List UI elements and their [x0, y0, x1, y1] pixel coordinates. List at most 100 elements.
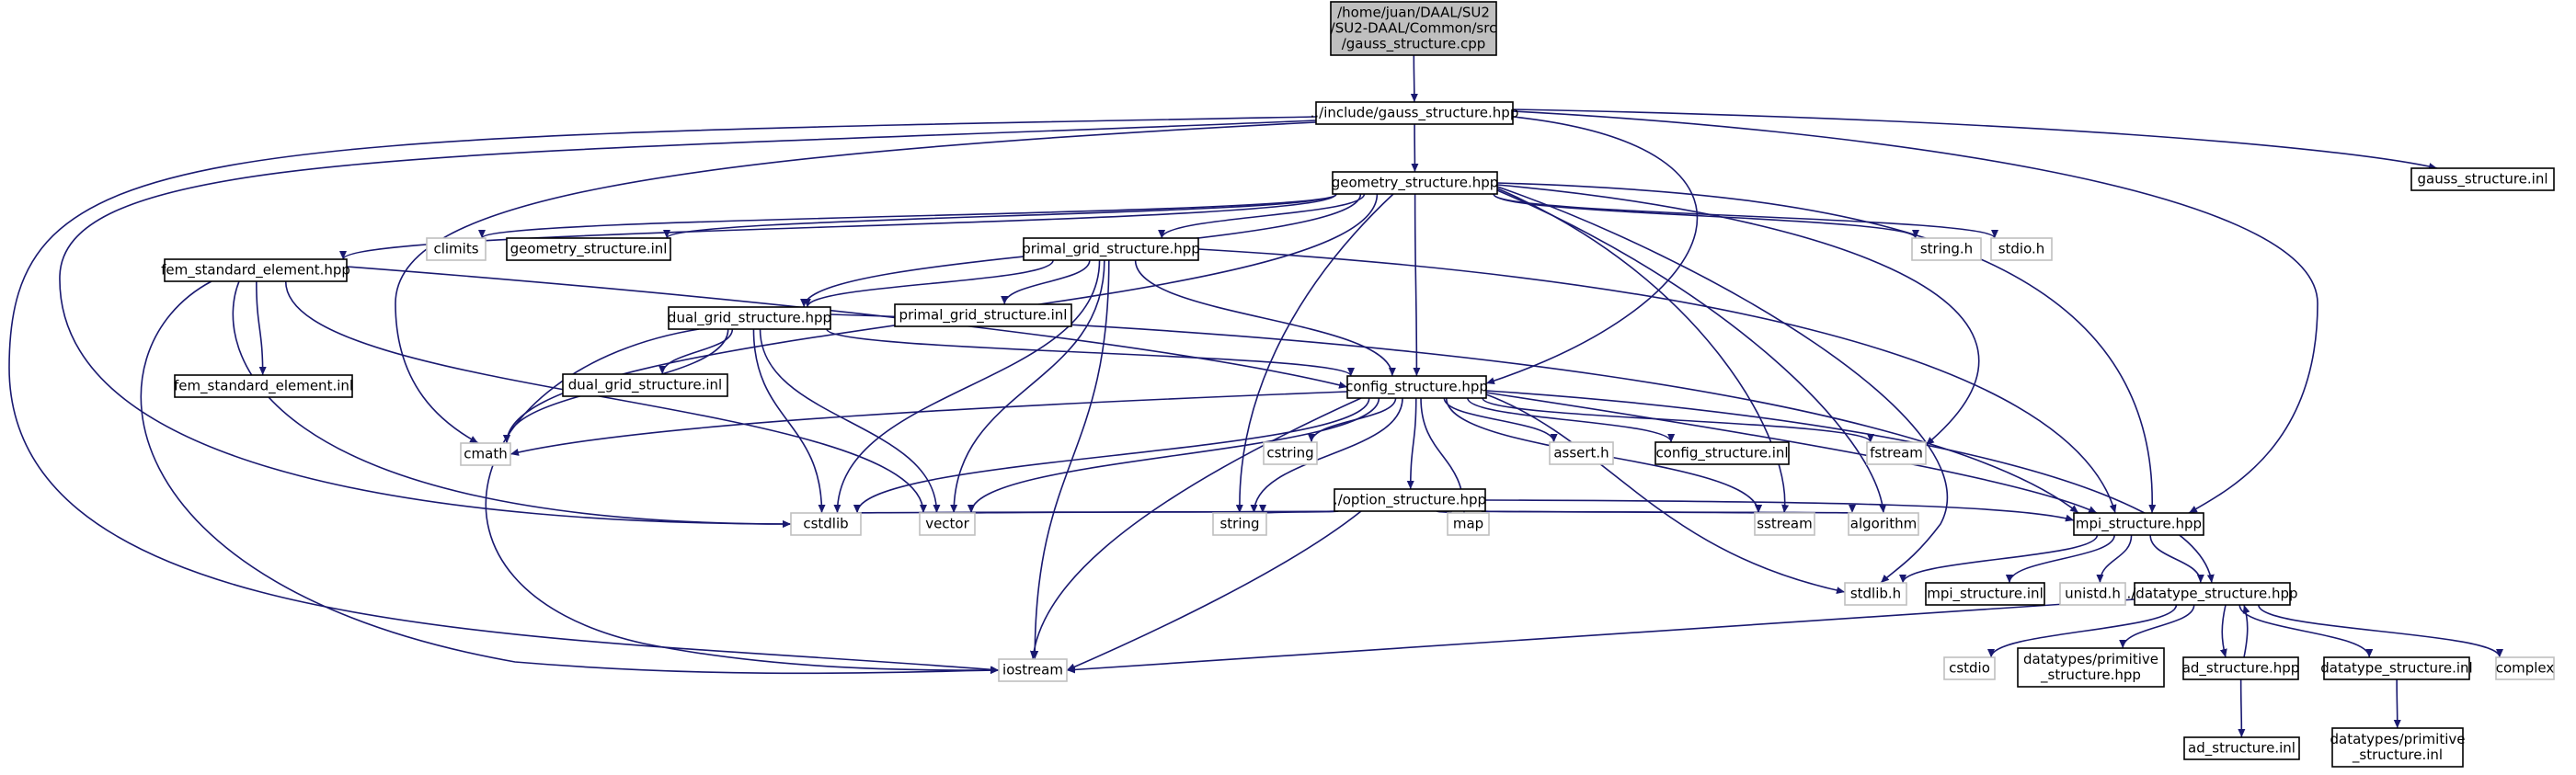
edge-datatype_hpp-to-datatype_inl — [2238, 604, 2374, 658]
node-label-root: /gauss_structure.cpp — [1342, 36, 1486, 53]
node-complex[interactable]: complex — [2495, 656, 2555, 680]
edge-geometry_hpp-to-string_h — [1493, 193, 1919, 239]
node-label-root: /SU2-DAAL/Common/src — [1331, 20, 1497, 37]
node-string_h[interactable]: string.h — [1911, 237, 1982, 261]
node-label-fstream: fstream — [1870, 445, 1923, 462]
node-vector[interactable]: vector — [919, 512, 976, 536]
edge-config_hpp-to-cmath — [509, 391, 1348, 456]
node-box-gauss_hpp — [1315, 101, 1514, 125]
node-climits[interactable]: climits — [426, 237, 487, 261]
node-box-geometry_hpp — [1332, 171, 1498, 195]
edge-gauss_hpp-to-iostream — [8, 116, 1317, 674]
node-dual_inl[interactable]: dual_grid_structure.inl — [562, 373, 728, 397]
edge-config_hpp-to-iostream — [1029, 397, 1362, 660]
node-fem_inl[interactable]: fem_standard_element.inl — [174, 374, 353, 398]
node-box-dual_hpp — [668, 306, 831, 330]
node-cstring[interactable]: cstring — [1263, 441, 1318, 465]
node-box-geometry_inl — [506, 237, 671, 261]
node-box-sstream — [1754, 512, 1815, 536]
edge-fem_hpp-to-iostream — [140, 280, 1000, 675]
edge-dual_hpp-to-dual_inl — [658, 328, 734, 375]
node-label-algorithm: algorithm — [1850, 516, 1917, 532]
node-label-dual_inl: dual_grid_structure.inl — [568, 377, 722, 394]
node-box-cmath — [460, 442, 511, 466]
node-box-complex — [2495, 656, 2555, 680]
edge-fem_hpp-to-fem_inl — [256, 280, 267, 376]
node-stdio_h[interactable]: stdio.h — [1990, 237, 2053, 261]
node-assert_h[interactable]: assert.h — [1549, 441, 1614, 465]
node-cstdio[interactable]: cstdio — [1943, 656, 1996, 680]
node-gauss_hpp[interactable]: ../include/gauss_structure.hpp — [1311, 101, 1519, 125]
edge-primal_hpp-to-dual_hpp — [803, 259, 1054, 308]
edge-config_hpp-to-config_inl — [1467, 397, 1676, 443]
node-box-assert_h — [1549, 441, 1614, 465]
node-box-dual_inl — [562, 373, 728, 397]
edge-config_hpp-to-datatype_hpp — [1485, 390, 2215, 584]
node-mpi_inl[interactable]: mpi_structure.inl — [1925, 582, 2045, 606]
node-ad_hpp[interactable]: ad_structure.hpp — [2182, 656, 2300, 680]
node-sstream[interactable]: sstream — [1754, 512, 1815, 536]
node-box-algorithm — [1848, 512, 1919, 536]
node-dual_hpp[interactable]: dual_grid_structure.hpp — [668, 306, 831, 330]
node-primal_hpp[interactable]: primal_grid_structure.hpp — [1022, 237, 1200, 261]
node-algorithm[interactable]: algorithm — [1848, 512, 1919, 536]
node-prim_inl[interactable]: datatypes/primitive_structure.inl — [2330, 727, 2466, 768]
node-cmath[interactable]: cmath — [460, 442, 511, 466]
node-stdlib_h[interactable]: stdlib.h — [1844, 582, 1907, 606]
node-option_hpp[interactable]: ./option_structure.hpp — [1334, 488, 1486, 512]
edge-config_hpp-to-stdlib_h — [1485, 393, 1846, 595]
edge-geometry_hpp-to-fstream — [1496, 184, 1980, 446]
node-map[interactable]: map — [1447, 512, 1490, 536]
node-unistd_h[interactable]: unistd.h — [2059, 582, 2126, 606]
edge-primal_hpp-to-cstdlib — [833, 259, 1101, 514]
edge-dual_hpp-to-config_hpp — [826, 328, 1355, 377]
node-iostream[interactable]: iostream — [998, 658, 1068, 682]
node-config_hpp[interactable]: config_structure.hpp — [1345, 375, 1488, 399]
node-fem_hpp[interactable]: fem_standard_element.hpp — [161, 258, 350, 282]
node-mpi_hpp[interactable]: mpi_structure.hpp — [2073, 512, 2204, 536]
node-label-cstdlib: cstdlib — [803, 516, 848, 532]
edge-geometry_hpp-to-string — [1235, 193, 1394, 514]
node-box-string — [1212, 512, 1267, 536]
node-box-config_inl — [1654, 441, 1790, 465]
edge-mpi_hpp-to-mpi_inl — [2005, 534, 2115, 584]
node-geometry_hpp[interactable]: geometry_structure.hpp — [1332, 171, 1499, 195]
node-config_inl[interactable]: config_structure.inl — [1654, 441, 1790, 465]
edge-fem_hpp-to-cstdlib — [232, 280, 792, 528]
edge-config_hpp-to-mpi_hpp — [1485, 392, 2098, 514]
node-geometry_inl[interactable]: geometry_structure.inl — [506, 237, 671, 261]
node-box-cstring — [1263, 441, 1318, 465]
node-label-cstring: cstring — [1266, 445, 1313, 462]
edge-geometry_hpp-to-primal_hpp — [1158, 193, 1366, 239]
node-string[interactable]: string — [1212, 512, 1267, 536]
node-box-ad_inl — [2183, 736, 2300, 760]
node-primal_inl[interactable]: primal_grid_structure.inl — [894, 303, 1072, 327]
node-prim_hpp[interactable]: datatypes/primitive_structure.hpp — [2017, 647, 2165, 688]
edge-config_hpp-to-string — [1250, 397, 1403, 514]
node-root[interactable]: /home/juan/DAAL/SU2/SU2-DAAL/Common/src/… — [1330, 1, 1497, 56]
node-box-vector — [919, 512, 976, 536]
node-box-fstream — [1866, 441, 1927, 465]
node-label-datatype_inl: datatype_structure.inl — [2320, 660, 2472, 678]
node-gauss_inl[interactable]: gauss_structure.inl — [2410, 167, 2555, 191]
node-label-primal_hpp: primal_grid_structure.hpp — [1022, 241, 1200, 258]
edge-geometry_hpp-to-stdlib_h — [1496, 186, 1949, 584]
node-datatype_hpp[interactable]: ./datatype_structure.hpp — [2126, 582, 2298, 606]
node-ad_inl[interactable]: ad_structure.inl — [2183, 736, 2300, 760]
node-label-stdlib_h: stdlib.h — [1850, 586, 1901, 602]
node-label-stdio_h: stdio.h — [1998, 241, 2045, 257]
edge-gauss_hpp-to-config_hpp — [1485, 116, 1699, 384]
node-label-gauss_hpp: ../include/gauss_structure.hpp — [1311, 105, 1519, 122]
node-label-root: /home/juan/DAAL/SU2 — [1337, 5, 1490, 21]
node-box-config_hpp — [1346, 375, 1487, 399]
node-fstream[interactable]: fstream — [1866, 441, 1927, 465]
node-label-ad_hpp: ad_structure.hpp — [2182, 660, 2300, 678]
node-datatype_inl[interactable]: datatype_structure.inl — [2320, 656, 2473, 680]
edge-config_hpp-to-option_hpp — [1406, 397, 1417, 490]
edge-primal_hpp-to-mpi_hpp — [1197, 248, 2117, 514]
node-label-ad_inl: ad_structure.inl — [2188, 740, 2296, 758]
node-label-dual_hpp: dual_grid_structure.hpp — [668, 310, 831, 327]
node-cstdlib[interactable]: cstdlib — [790, 512, 862, 536]
node-box-cstdio — [1943, 656, 1996, 680]
